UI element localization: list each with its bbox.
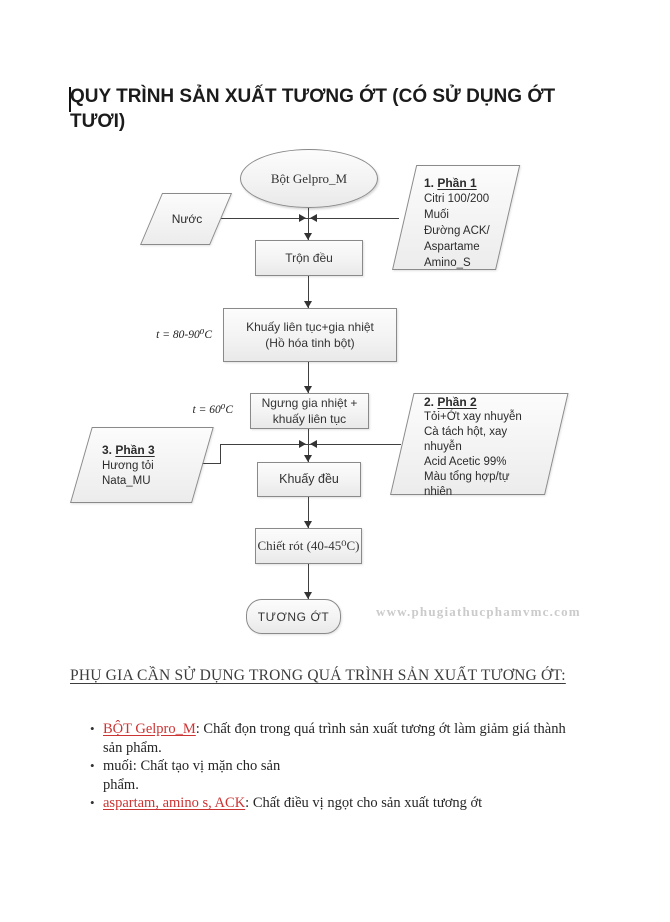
arrow-into-tron-deu — [304, 233, 312, 240]
node-tron-deu-label: Trộn đều — [285, 250, 333, 265]
flowchart: Bột Gelpro_M Nước 1. Phần 1 Citri 100/20… — [70, 149, 581, 634]
list-item-muoi: muối: Chất tạo vị mặn cho sản phẩm. — [90, 757, 581, 794]
node-phan1: 1. Phần 1 Citri 100/200 Muối Đường ACK/ … — [392, 165, 521, 270]
node-khuay-deu: Khuấy đều — [257, 462, 361, 497]
node-tuong-ot: TƯƠNG ỚT — [246, 599, 341, 634]
node-nuoc-label: Nước — [171, 212, 203, 226]
node-bot-gelpro-label: Bột Gelpro_M — [270, 170, 348, 186]
phan1-line: Amino_S — [424, 257, 471, 269]
arrow-junction2-from-right — [310, 440, 317, 448]
arrow-into-khuay-deu — [304, 455, 312, 462]
aspartam-desc: : Chất điều vị ngọt cho sản xuất tương ớ… — [245, 795, 483, 812]
phan2-line: Màu tổng hợp/tự — [424, 471, 510, 483]
node-ngung-gia-nhiet-line1: Ngưng gia nhiệt + — [261, 395, 358, 410]
phan2-line: Acid Acetic 99% — [424, 456, 507, 468]
node-khuay-gia-nhiet-line1: Khuấy liên tục+gia nhiệt — [246, 319, 374, 334]
node-tuong-ot-label: TƯƠNG ỚT — [257, 609, 330, 624]
gelpro-link[interactable]: BỘT Gelpro_M — [103, 721, 196, 737]
phan2-line: nhuyễn — [424, 441, 462, 453]
aspartam-link[interactable]: aspartam, amino s, ACK — [103, 795, 246, 812]
phan3-line: Nata_MU — [102, 475, 151, 487]
list-item-aspartam: aspartam, amino s, ACK: Chất điều vị ngọ… — [90, 794, 581, 813]
arrow-junction1-from-right — [310, 214, 317, 222]
connector-phan3-stub — [197, 463, 221, 464]
node-khuay-deu-label: Khuấy đều — [279, 472, 339, 487]
arrow-into-khuay-gia-nhiet — [304, 301, 312, 308]
phan3-text: 3. Phần 3 Hương tỏi Nata_MU — [102, 443, 202, 490]
additives-list: BỘT Gelpro_M: Chất đọn trong quá trình s… — [90, 720, 581, 813]
connector-khuay-to-ngung — [308, 360, 309, 393]
section-heading: PHỤ GIA CẦN SỬ DỤNG TRONG QUÁ TRÌNH SẢN … — [70, 667, 566, 684]
node-phan2: 2. Phần 2 Tỏi+Ớt xay nhuyễn Cà tách hột,… — [390, 393, 569, 498]
connector-phan1-to-junction1 — [308, 218, 399, 219]
muoi-desc-line1: muối: Chất tạo vị mặn cho sản — [103, 758, 281, 775]
connector-chietrot-to-tuongot — [308, 563, 309, 599]
phan1-line: Muối — [424, 209, 449, 221]
arrow-into-chiet-rot — [304, 521, 312, 528]
node-nuoc: Nước — [140, 193, 233, 245]
phan2-title: 2. Phần 2 — [424, 395, 477, 409]
arrow-into-ngung — [304, 386, 312, 393]
node-chiet-rot: Chiết rót (40-45⁰C) — [255, 528, 362, 564]
temp-label-60: t = 60⁰C — [192, 404, 234, 416]
connector-tron-to-khuay — [308, 274, 309, 308]
phan3-line: Hương tỏi — [102, 459, 154, 472]
connector-nuoc-to-junction1 — [221, 218, 308, 219]
text-cursor — [69, 87, 71, 112]
node-ngung-gia-nhiet: Ngưng gia nhiệt + khuấy liên tục — [250, 393, 369, 429]
connector-phan3-to-junction2 — [220, 444, 308, 445]
connector-ellipse-to-tron — [308, 206, 309, 240]
phan3-title: 3. Phần 3 — [102, 443, 155, 457]
connector-khuaydeu-to-chietrot — [308, 495, 309, 528]
node-khuay-gia-nhiet-line2: (Hồ hóa tinh bột) — [265, 336, 355, 350]
node-chiet-rot-label: Chiết rót (40-45⁰C) — [257, 538, 360, 554]
node-ngung-gia-nhiet-line2: khuấy liên tục — [272, 412, 347, 426]
phan1-line: Đường ACK/ — [424, 225, 490, 237]
muoi-desc-line2: phẩm. — [103, 776, 139, 793]
arrow-junction2-from-left — [299, 440, 306, 448]
phan2-line: Cà tách hột, xay — [424, 426, 508, 438]
watermark: www.phugiathucphamvmc.com — [376, 604, 581, 619]
arrow-into-tuong-ot — [304, 592, 312, 599]
connector-phan2-to-junction2 — [308, 444, 401, 445]
node-khuay-gia-nhiet: Khuấy liên tục+gia nhiệt (Hồ hóa tinh bộ… — [223, 308, 397, 362]
connector-phan3-riser — [220, 444, 221, 464]
temp-label-80-90: t = 80-90⁰C — [156, 329, 212, 341]
list-item-gelpro: BỘT Gelpro_M: Chất đọn trong quá trình s… — [90, 720, 581, 757]
gelpro-desc: : Chất đọn trong quá trình sản xuất tươn… — [103, 721, 566, 756]
phan2-line: Tỏi+Ớt xay nhuyễn — [424, 411, 522, 423]
phan1-title: 1. Phần 1 — [424, 176, 477, 190]
phan1-line: Aspartame — [424, 241, 480, 253]
arrow-junction1-from-left — [299, 214, 306, 222]
node-phan3: 3. Phần 3 Hương tỏi Nata_MU — [70, 427, 214, 503]
page-title: QUY TRÌNH SẢN XUẤT TƯƠNG ỚT (CÓ SỬ DỤNG … — [70, 86, 556, 132]
phan2-text: 2. Phần 2 Tỏi+Ớt xay nhuyễn Cà tách hột,… — [424, 395, 564, 500]
node-bot-gelpro: Bột Gelpro_M — [240, 149, 378, 208]
phan1-text: 1. Phần 1 Citri 100/200 Muối Đường ACK/ … — [424, 175, 534, 271]
phan2-line: nhiên — [424, 486, 453, 498]
node-tron-deu: Trộn đều — [255, 240, 363, 276]
phan1-line: Citri 100/200 — [424, 193, 490, 205]
